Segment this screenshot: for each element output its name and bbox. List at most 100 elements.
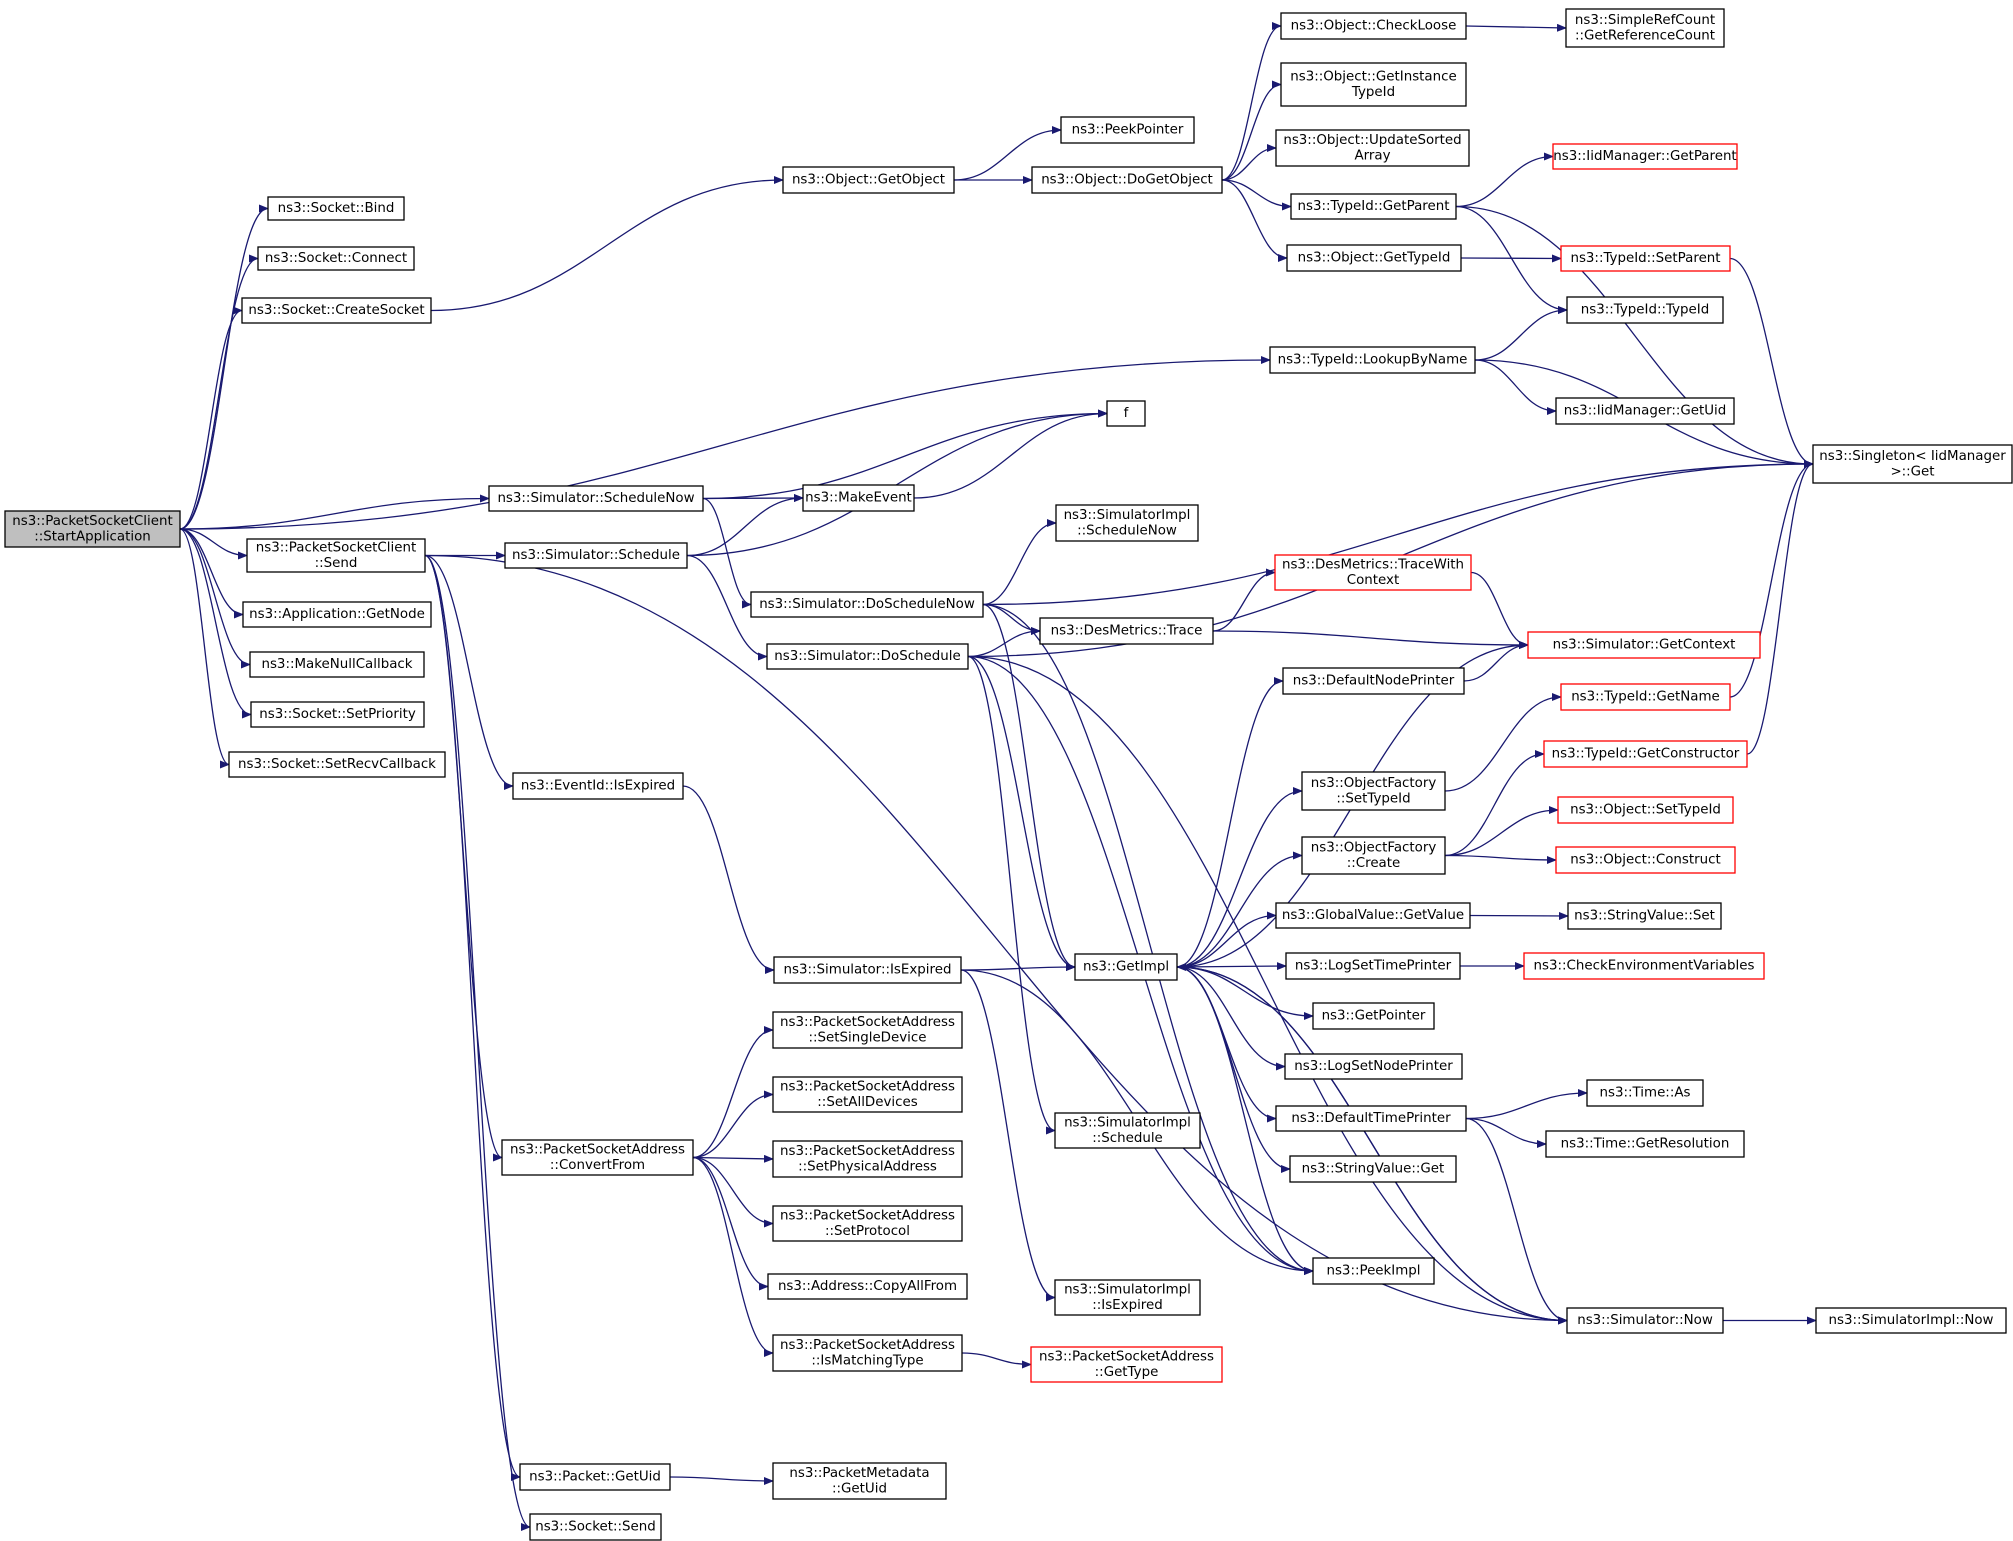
node-checkenv[interactable]: ns3::CheckEnvironmentVariables <box>1523 952 1765 980</box>
node-box <box>504 542 688 569</box>
node-makenullcb[interactable]: ns3::MakeNullCallback <box>249 651 425 678</box>
node-label: ns3::Packet::GetUid <box>529 1470 661 1485</box>
node-defaultnodeprinter[interactable]: ns3::DefaultNodePrinter <box>1282 667 1465 695</box>
edge-of-create-to-obj-settypeid <box>1444 806 1559 857</box>
node-stringvalue-set[interactable]: ns3::StringValue::Set <box>1567 902 1722 930</box>
node-box <box>267 196 405 221</box>
node-obj-construct[interactable]: ns3::Object::Construct <box>1555 846 1736 874</box>
node-psa-ismatching[interactable]: ns3::PacketSocketAddress::IsMatchingType <box>772 1334 963 1372</box>
edge-typeid-lookup-to-typeid-typeid <box>1474 306 1568 361</box>
node-makeevent[interactable]: ns3::MakeEvent <box>802 484 915 512</box>
node-logsetnodeprinter[interactable]: ns3::LogSetNodePrinter <box>1284 1053 1463 1080</box>
node-obj-gettypeid[interactable]: ns3::Object::GetTypeId <box>1286 244 1462 272</box>
node-simimpl-schedule[interactable]: ns3::SimulatorImpl::Schedule <box>1054 1112 1201 1149</box>
edge-makeevent-to-f <box>913 409 1108 499</box>
node-singleton-get[interactable]: ns3::Singleton< IidManager >::Get <box>1812 444 2013 484</box>
node-eventid-isexpired[interactable]: ns3::EventId::IsExpired <box>512 772 684 800</box>
node-defaulttimeprinter[interactable]: ns3::DefaultTimePrinter <box>1275 1105 1467 1132</box>
node-sock-bind[interactable]: ns3::Socket::Bind <box>267 196 405 221</box>
node-typeid-setparent[interactable]: ns3::TypeId::SetParent <box>1560 245 1731 272</box>
node-app-getnode[interactable]: ns3::Application::GetNode <box>242 601 432 628</box>
node-psa-convertfrom[interactable]: ns3::PacketSocketAddress::ConvertFrom <box>501 1139 694 1176</box>
node-label: ::ConvertFrom <box>550 1158 645 1173</box>
node-sim-doschedule[interactable]: ns3::Simulator::DoSchedule <box>766 643 969 670</box>
node-obj-getobject[interactable]: ns3::Object::GetObject <box>782 166 955 194</box>
node-label: ns3::StringValue::Set <box>1574 909 1715 924</box>
node-peekpointer[interactable]: ns3::PeekPointer <box>1060 116 1195 144</box>
node-sock-send[interactable]: ns3::Socket::Send <box>529 1513 662 1541</box>
nodes-layer: ns3::PacketSocketClient::StartApplicatio… <box>4 8 2013 1541</box>
node-sim-isexpired[interactable]: ns3::Simulator::IsExpired <box>773 956 962 984</box>
node-label: ns3::TypeId::TypeId <box>1581 303 1709 318</box>
node-typeid-getparent[interactable]: ns3::TypeId::GetParent <box>1290 193 1457 220</box>
node-root[interactable]: ns3::PacketSocketClient::StartApplicatio… <box>4 510 181 548</box>
node-typeid-lookup[interactable]: ns3::TypeId::LookupByName <box>1269 346 1476 374</box>
node-typeid-getname[interactable]: ns3::TypeId::GetName <box>1560 683 1731 711</box>
edge-sim-schedulenow-to-makeevent <box>702 494 804 503</box>
node-iidm-getparent[interactable]: ns3::IidManager::GetParent <box>1552 143 1738 170</box>
node-box <box>1289 1155 1457 1183</box>
node-label: ::SetAllDevices <box>817 1095 917 1110</box>
node-of-create[interactable]: ns3::ObjectFactory::Create <box>1301 836 1446 875</box>
node-simimpl-isexpired[interactable]: ns3::SimulatorImpl::IsExpired <box>1054 1279 1201 1316</box>
node-obj-dogetobject[interactable]: ns3::Object::DoGetObject <box>1031 166 1223 194</box>
node-getimpl[interactable]: ns3::GetImpl <box>1074 953 1178 981</box>
node-box <box>750 591 984 618</box>
node-sock-create[interactable]: ns3::Socket::CreateSocket <box>241 297 432 324</box>
edge-obj-dogetobject-to-obj-updatesorted <box>1221 144 1277 181</box>
node-box <box>1301 836 1446 875</box>
node-f[interactable]: f <box>1106 400 1146 427</box>
node-box <box>1275 129 1470 167</box>
node-logsettimeprinter[interactable]: ns3::LogSetTimePrinter <box>1285 952 1461 980</box>
node-iidm-getuid[interactable]: ns3::IidManager::GetUid <box>1555 397 1735 425</box>
node-gv-getvalue[interactable]: ns3::GlobalValue::GetValue <box>1275 902 1471 929</box>
node-box <box>1280 62 1467 107</box>
node-addr-copyallfrom[interactable]: ns3::Address::CopyAllFrom <box>767 1273 968 1300</box>
edge-sim-doschedule-to-getimpl <box>967 655 1076 971</box>
node-label: ns3::StringValue::Get <box>1302 1162 1445 1177</box>
node-sim-doschedulenow[interactable]: ns3::Simulator::DoScheduleNow <box>750 591 984 618</box>
node-psa-setproto[interactable]: ns3::PacketSocketAddress::SetProtocol <box>772 1205 963 1242</box>
node-simplerefcount[interactable]: ns3::SimpleRefCount::GetReferenceCount <box>1565 8 1725 48</box>
node-time-as[interactable]: ns3::Time::As <box>1586 1079 1704 1107</box>
node-sim-now[interactable]: ns3::Simulator::Now <box>1566 1307 1724 1334</box>
node-psa-setall[interactable]: ns3::PacketSocketAddress::SetAllDevices <box>772 1076 963 1113</box>
node-sock-setprio[interactable]: ns3::Socket::SetPriority <box>250 701 425 728</box>
node-label: ::Create <box>1347 856 1401 871</box>
node-psa-setphys[interactable]: ns3::PacketSocketAddress::SetPhysicalAdd… <box>772 1140 963 1178</box>
node-label: ns3::TypeId::SetParent <box>1570 251 1720 266</box>
node-typeid-getctor[interactable]: ns3::TypeId::GetConstructor <box>1543 740 1748 768</box>
node-simimpl-schedulenow[interactable]: ns3::SimulatorImpl::ScheduleNow <box>1055 504 1199 542</box>
node-time-getres[interactable]: ns3::Time::GetResolution <box>1545 1130 1745 1158</box>
node-stringvalue-get[interactable]: ns3::StringValue::Get <box>1289 1155 1457 1183</box>
node-label: ns3::Singleton< IidManager <box>1819 449 2006 464</box>
node-box <box>1312 1257 1435 1285</box>
node-obj-settypeid[interactable]: ns3::Object::SetTypeId <box>1557 796 1734 824</box>
node-typeid-typeid[interactable]: ns3::TypeId::TypeId <box>1566 296 1724 324</box>
node-packet-getuid[interactable]: ns3::Packet::GetUid <box>519 1463 671 1491</box>
node-of-settypeid[interactable]: ns3::ObjectFactory::SetTypeId <box>1301 771 1446 811</box>
node-getpointer[interactable]: ns3::GetPointer <box>1312 1002 1435 1030</box>
node-psa-gettype[interactable]: ns3::PacketSocketAddress::GetType <box>1030 1346 1223 1383</box>
node-obj-checkloose[interactable]: ns3::Object::CheckLoose <box>1280 12 1467 40</box>
node-sock-connect[interactable]: ns3::Socket::Connect <box>257 246 415 271</box>
node-psc-send[interactable]: ns3::PacketSocketClient::Send <box>246 538 426 573</box>
node-sim-schedulenow[interactable]: ns3::Simulator::ScheduleNow <box>488 485 704 512</box>
node-peekimpl[interactable]: ns3::PeekImpl <box>1312 1257 1435 1285</box>
node-sim-schedule[interactable]: ns3::Simulator::Schedule <box>504 542 688 569</box>
node-psa-setsingle[interactable]: ns3::PacketSocketAddress::SetSingleDevic… <box>772 1011 963 1049</box>
edge-root-to-sock-create <box>179 306 243 530</box>
node-sock-setrecvcb[interactable]: ns3::Socket::SetRecvCallback <box>228 751 446 778</box>
node-pmd-getuid[interactable]: ns3::PacketMetadata::GetUid <box>772 1462 947 1500</box>
node-simimpl-now[interactable]: ns3::SimulatorImpl::Now <box>1815 1307 2007 1334</box>
node-label: ns3::GetPointer <box>1322 1009 1426 1024</box>
node-sim-getcontext[interactable]: ns3::Simulator::GetContext <box>1527 631 1761 659</box>
node-desm-trace[interactable]: ns3::DesMetrics::Trace <box>1039 617 1214 645</box>
node-box <box>1284 1053 1463 1080</box>
node-label: ns3::EventId::IsExpired <box>521 779 675 794</box>
node-label: ns3::Simulator::ScheduleNow <box>497 491 694 506</box>
